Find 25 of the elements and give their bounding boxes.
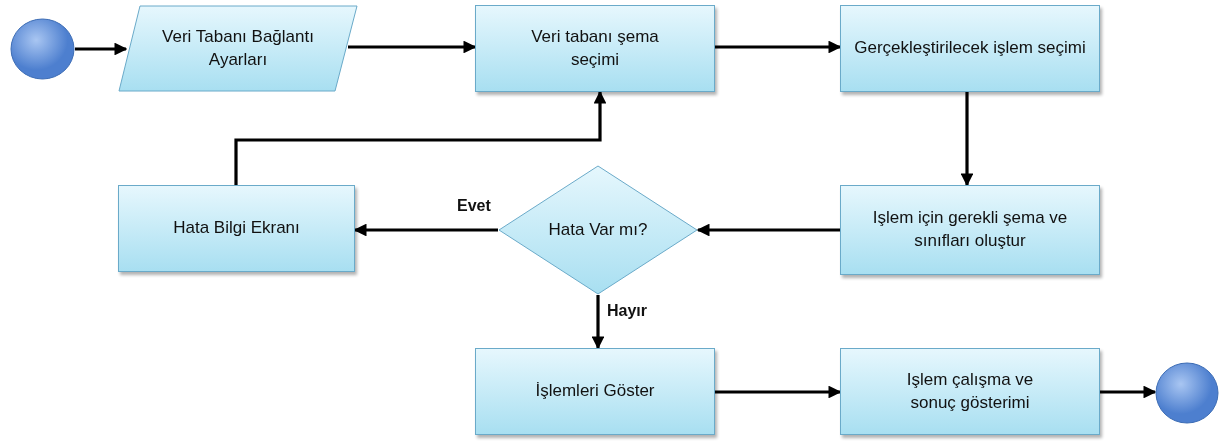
arrow (353, 223, 498, 237)
node-text: İşlemleri Göster (534, 380, 656, 403)
arrow (696, 223, 840, 237)
arrow (1100, 385, 1157, 399)
node-text: Işlem için gerekli şema ve sınıfları oluştur (871, 207, 1069, 252)
process-box (475, 5, 715, 92)
node-text: Hata Bilgi Ekranı (172, 217, 301, 240)
node-text: Veri tabanı şema seçimi (530, 25, 660, 71)
arrow (75, 42, 128, 56)
process-box (840, 5, 1100, 92)
node-text: Veri Tabanı Bağlantı Ayarları (161, 25, 315, 71)
arrow (234, 90, 607, 185)
arrow (348, 40, 477, 54)
arrow (715, 385, 842, 399)
node-text: Işlem çalışma ve sonuç gösterimi (905, 368, 1035, 414)
arrow (715, 40, 842, 54)
node-text: Gerçekleştirilecek işlem seçimi (853, 37, 1087, 60)
edge-label: Hayır (605, 302, 650, 320)
arrow (591, 295, 605, 350)
node-text: Hata Var mı? (547, 218, 649, 241)
process-box (118, 185, 355, 272)
process-box (475, 348, 715, 435)
arrow (960, 92, 974, 187)
process-box (840, 348, 1100, 435)
process-box (840, 185, 1100, 275)
